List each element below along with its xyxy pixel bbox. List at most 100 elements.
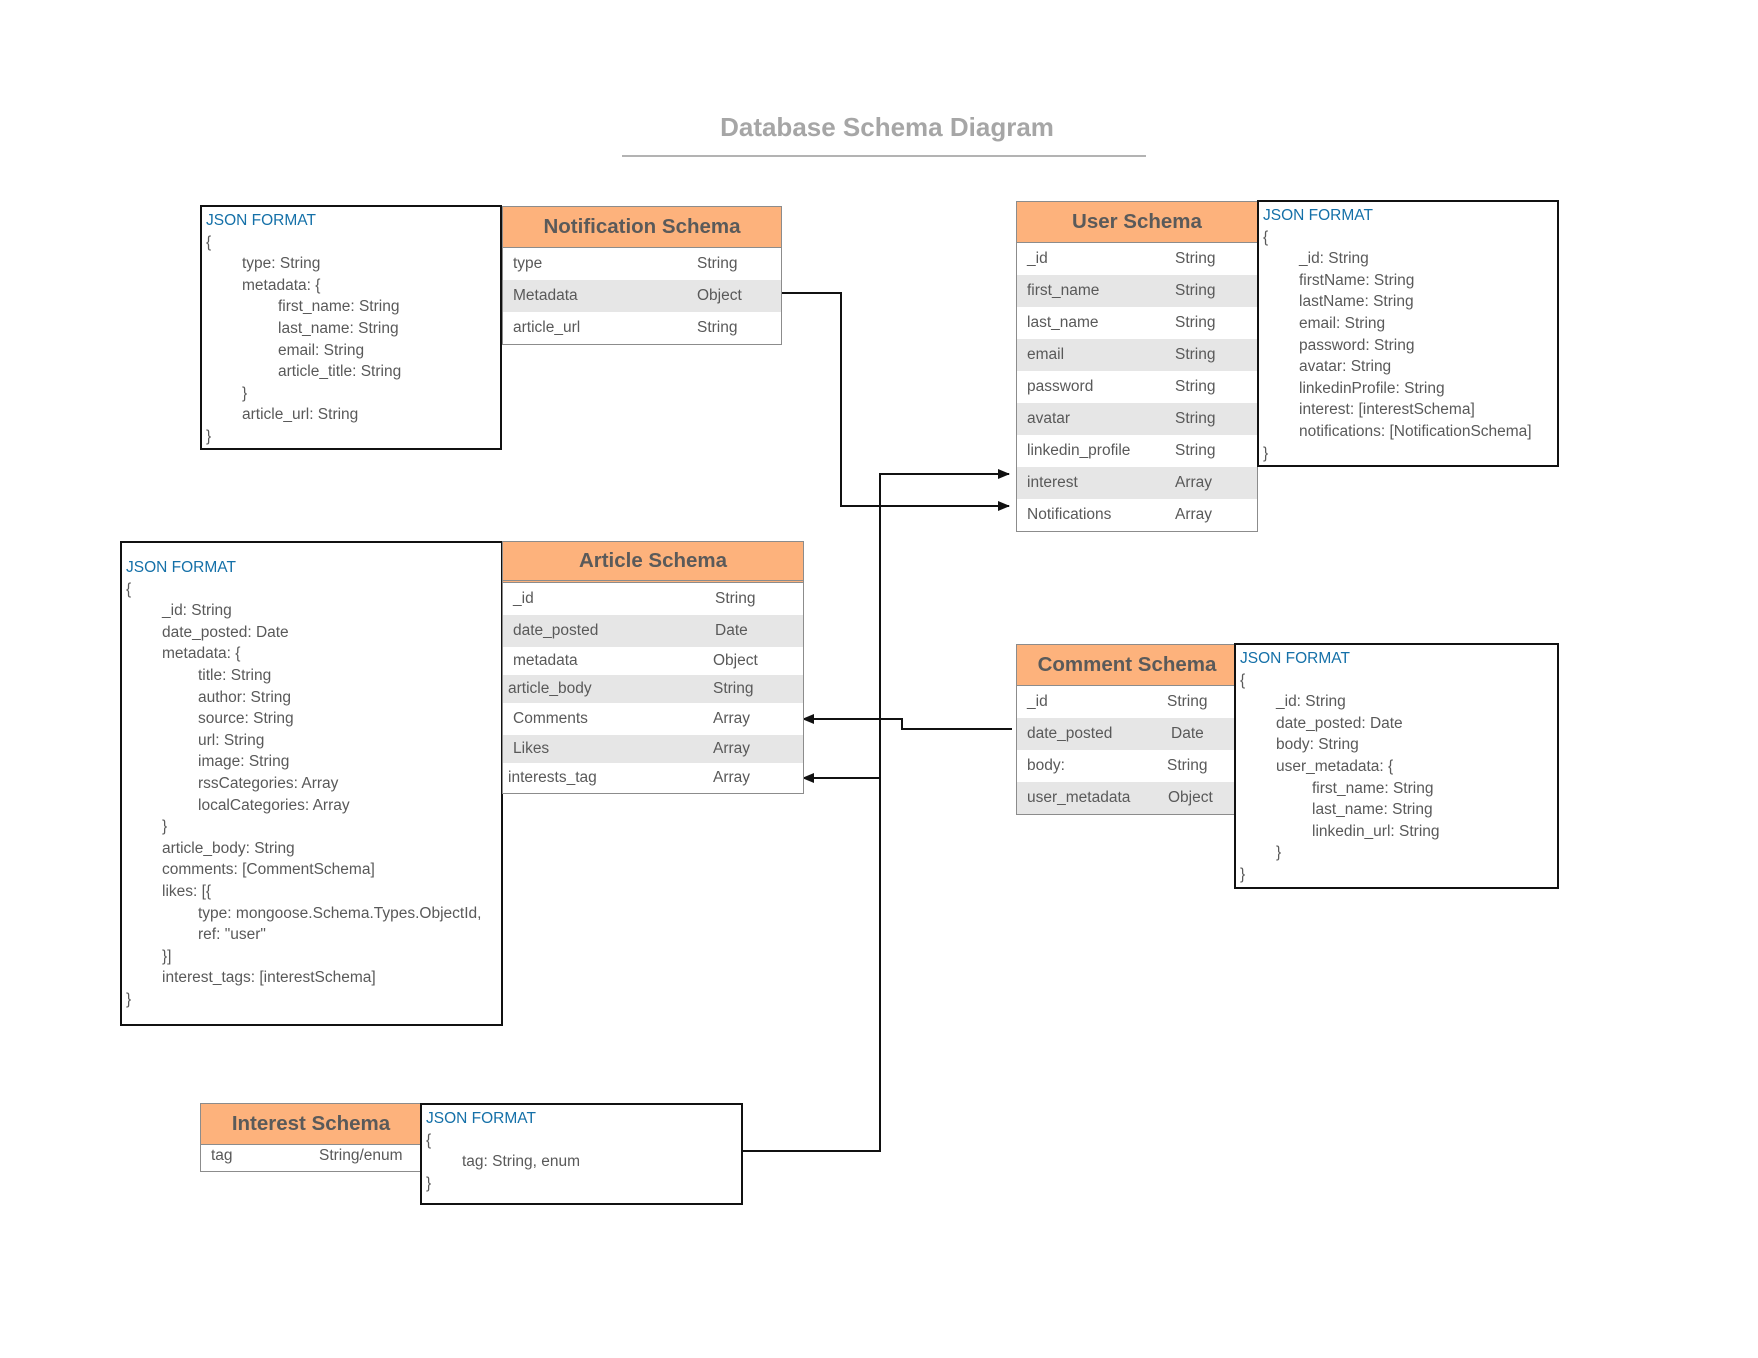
json-line: linkedin_url: String — [1312, 822, 1440, 840]
table-row: _id String — [503, 583, 803, 615]
connector-interest-to-user — [741, 469, 1010, 1152]
json-line: { — [206, 233, 212, 251]
title-underline — [622, 155, 1146, 157]
table-row: interests_tag Array — [503, 763, 803, 793]
json-line: author: String — [198, 688, 292, 706]
field-type: String — [697, 255, 738, 272]
json-line: } — [126, 990, 132, 1008]
json-line: }] — [162, 947, 172, 965]
field-name: _id — [513, 590, 534, 607]
field-type: Date — [1171, 725, 1204, 742]
json-line: type: String — [242, 255, 321, 273]
user-json-box: JSON FORMAT { _id: String firstName: Str… — [1257, 200, 1559, 467]
json-line: notifications: [NotificationSchema] — [1299, 422, 1532, 440]
json-line: body: String — [1276, 736, 1359, 754]
json-format-label: JSON FORMAT — [206, 212, 316, 229]
connector-notification-to-user — [781, 292, 1010, 511]
field-name: Likes — [513, 740, 550, 757]
field-type: Array — [1175, 506, 1213, 523]
notification-json-box: JSON FORMAT { type: String metadata: { f… — [200, 205, 502, 450]
field-name: _id — [1027, 693, 1048, 710]
json-line: article_url: String — [242, 406, 359, 424]
field-name: type — [513, 255, 543, 272]
json-line: title: String — [198, 666, 272, 684]
field-type: Array — [713, 740, 751, 757]
json-line: rssCategories: Array — [198, 774, 339, 792]
field-type: Object — [713, 652, 758, 669]
json-format-label: JSON FORMAT — [126, 559, 236, 576]
json-line: last_name: String — [278, 319, 399, 337]
json-line: _id: String — [1299, 250, 1369, 268]
comment-schema-header: Comment Schema — [1017, 645, 1237, 686]
json-line: user_metadata: { — [1276, 757, 1394, 775]
field-name: Comments — [513, 710, 588, 727]
json-format-label: JSON FORMAT — [426, 1110, 536, 1127]
field-name: last_name — [1027, 314, 1099, 331]
json-line: password: String — [1299, 336, 1415, 354]
connector-comment-to-article — [802, 714, 1012, 730]
json-line: interest_tags: [interestSchema] — [162, 969, 376, 987]
json-line: avatar: String — [1299, 358, 1392, 376]
field-type: Object — [1168, 789, 1213, 806]
field-name: interest — [1027, 474, 1078, 491]
json-line: last_name: String — [1312, 801, 1433, 819]
json-format-label: JSON FORMAT — [1263, 207, 1373, 224]
json-line: article_title: String — [278, 363, 402, 381]
page-title: Database Schema Diagram — [720, 112, 1054, 142]
field-name: avatar — [1027, 410, 1071, 427]
json-line: image: String — [198, 753, 290, 771]
field-name: Notifications — [1027, 506, 1112, 523]
field-name: article_body — [508, 680, 592, 697]
json-line: } — [1276, 844, 1282, 862]
json-line: date_posted: Date — [162, 623, 289, 641]
field-name: linkedin_profile — [1027, 442, 1131, 459]
field-type: String — [697, 319, 738, 336]
article-json-box: JSON FORMAT { _id: String date_posted: D… — [120, 541, 503, 1026]
user-schema-header: User Schema — [1017, 202, 1257, 243]
json-line: email: String — [278, 341, 365, 359]
json-line: { — [426, 1131, 432, 1149]
field-name: Metadata — [513, 287, 578, 304]
json-line: comments: [CommentSchema] — [162, 861, 375, 879]
field-name: first_name — [1027, 282, 1100, 299]
json-line: lastName: String — [1299, 293, 1414, 311]
json-line: { — [126, 580, 132, 598]
notification-schema-table[interactable]: Notification Schema type String Metadata… — [502, 206, 782, 345]
field-type: String — [1175, 346, 1216, 363]
table-row: avatar String — [1017, 403, 1257, 435]
json-line: } — [242, 384, 248, 402]
json-line: likes: [{ — [162, 882, 212, 900]
json-line: } — [1240, 865, 1246, 883]
field-type: String — [1175, 378, 1216, 395]
table-row: body:String — [1017, 750, 1237, 782]
field-type: String — [1175, 410, 1216, 427]
interest-json-box: JSON FORMAT { tag: String, enum } — [420, 1103, 743, 1205]
interest-schema-header: Interest Schema — [201, 1104, 421, 1145]
json-line: localCategories: Array — [198, 796, 350, 814]
json-line: ref: "user" — [198, 926, 266, 944]
field-name: user_metadata — [1027, 789, 1131, 806]
field-type: Array — [713, 769, 751, 786]
json-line: tag: String, enum — [462, 1153, 581, 1171]
field-name: interests_tag — [508, 769, 597, 786]
field-type: String — [715, 590, 756, 607]
json-line: first_name: String — [278, 298, 400, 316]
table-row: article_url String — [503, 312, 781, 344]
table-row: user_metadata Object — [1017, 782, 1237, 814]
field-type: String — [1175, 250, 1216, 267]
